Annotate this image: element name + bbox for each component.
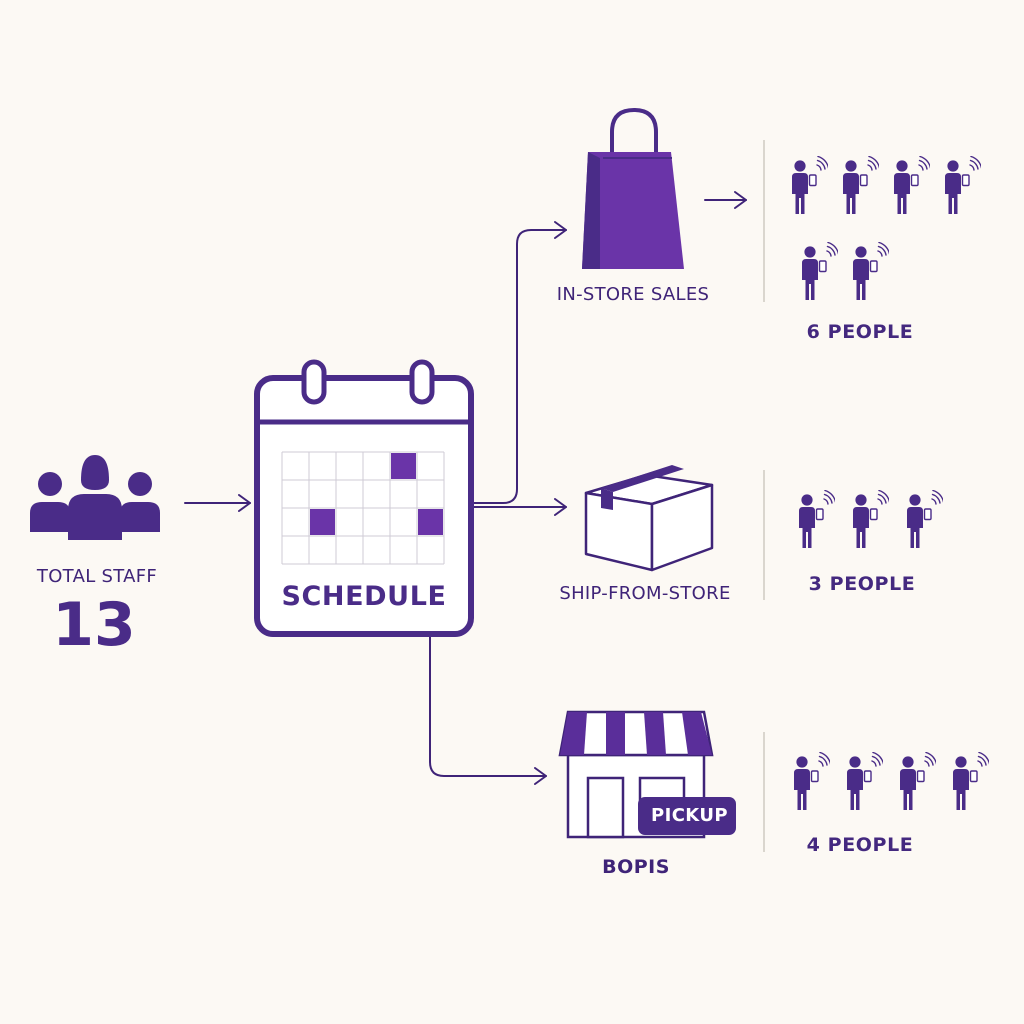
ship-from-store-label: SHIP-FROM-STORE (559, 583, 731, 604)
storefront-icon (558, 710, 736, 839)
schedule-block (391, 453, 416, 479)
schedule-block (418, 509, 443, 535)
arrow-schedule-to-in-store (473, 229, 567, 504)
in-store-people-label: 6 PEOPLE (806, 321, 914, 343)
person-with-phone-icon (791, 156, 828, 215)
person-with-phone-icon (852, 242, 889, 301)
person-with-phone-icon (899, 752, 936, 811)
schedule-label: SCHEDULE (281, 581, 447, 612)
person-with-phone-icon (893, 156, 930, 215)
person-with-phone-icon (842, 156, 879, 215)
people-groups (791, 156, 989, 811)
pickup-badge (638, 797, 736, 835)
total-staff-label: TOTAL STAFF (36, 566, 158, 587)
total-staff-count: 13 (52, 590, 136, 660)
team-icon (30, 455, 160, 540)
schedule-grid (281, 451, 445, 565)
schedule-block (310, 509, 335, 535)
person-with-phone-icon (793, 752, 830, 811)
package-box-icon (584, 465, 714, 572)
person-with-phone-icon (944, 156, 981, 215)
ship-people-label: 3 PEOPLE (808, 573, 916, 595)
bopis-label: BOPIS (602, 856, 670, 878)
person-with-phone-icon (801, 242, 838, 301)
person-with-phone-icon (798, 490, 835, 549)
in-store-sales-label: IN-STORE SALES (556, 284, 710, 305)
pickup-badge-label: PICKUP (651, 805, 728, 826)
person-with-phone-icon (846, 752, 883, 811)
arrow-schedule-to-bopis (429, 633, 547, 777)
calendar-icon (254, 359, 474, 637)
bopis-people-label: 4 PEOPLE (806, 834, 914, 856)
connectors (184, 191, 747, 785)
shopping-bag-icon (582, 107, 684, 269)
person-with-phone-icon (906, 490, 943, 549)
person-with-phone-icon (852, 490, 889, 549)
person-with-phone-icon (952, 752, 989, 811)
